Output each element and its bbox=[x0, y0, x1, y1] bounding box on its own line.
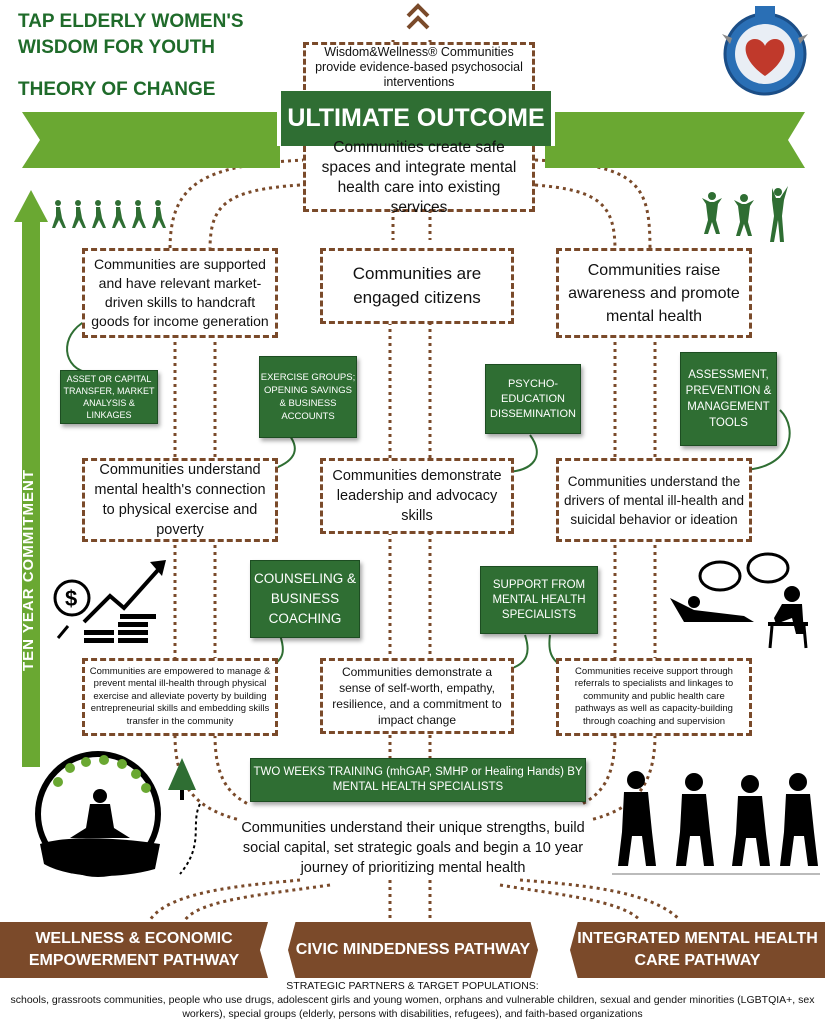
intervention-text: EXERCISE GROUPS; OPENING SAVINGS & BUSIN… bbox=[260, 372, 356, 422]
jumping-people-icon bbox=[698, 186, 798, 246]
outcome-box-row2-right: Communities understand the drivers of me… bbox=[556, 458, 752, 542]
footer-heading-text: STRATEGIC PARTNERS & TARGET POPULATIONS: bbox=[286, 980, 539, 992]
pathway-civic-mindedness: CIVIC MINDEDNESS PATHWAY bbox=[288, 922, 538, 978]
outcome-text: Communities create safe spaces and integ… bbox=[321, 138, 517, 216]
intervention-counseling: COUNSELING & BUSINESS COACHING bbox=[250, 560, 360, 638]
meditation-tree-icon bbox=[30, 744, 220, 884]
ten-year-commitment-text: TEN YEAR COMMITMENT bbox=[20, 468, 37, 672]
intervention-text: SUPPORT FROM MENTAL HEALTH SPECIALISTS bbox=[492, 578, 586, 621]
outcome-text: Communities understand the drivers of me… bbox=[563, 473, 745, 527]
group-therapy-icon bbox=[612, 770, 820, 882]
outcome-box-row3-mid: Communities demonstrate a sense of self-… bbox=[320, 658, 514, 734]
outcome-box: Communities create safe spaces and integ… bbox=[303, 139, 535, 216]
training-box: TWO WEEKS TRAINING (mhGAP, SMHP or Heali… bbox=[250, 758, 586, 802]
title-line2: WISDOM FOR YOUTH bbox=[18, 37, 216, 58]
banner-left bbox=[22, 112, 280, 168]
runners-icon bbox=[50, 198, 172, 232]
top-outputs-box: Wisdom&Wellness® Communities provide evi… bbox=[303, 42, 535, 90]
intervention-text: ASSESSMENT, PREVENTION & MANAGEMENT TOOL… bbox=[685, 369, 772, 429]
ultimate-outcome-label: ULTIMATE OUTCOME bbox=[287, 104, 545, 132]
intervention-psycho-education: PSYCHO-EDUCATION DISSEMINATION bbox=[485, 364, 581, 434]
commitment-bar bbox=[22, 222, 40, 767]
outcome-text: Communities are empowered to manage & pr… bbox=[89, 665, 271, 727]
title-line1: TAP ELDERLY WOMEN'S bbox=[18, 11, 244, 32]
intervention-asset-transfer: ASSET OR CAPITAL TRANSFER, MARKET ANALYS… bbox=[60, 370, 158, 424]
subtitle: THEORY OF CHANGE bbox=[18, 79, 216, 100]
pathway-label: WELLNESS & ECONOMIC EMPOWERMENT PATHWAY bbox=[28, 930, 240, 969]
intervention-text: PSYCHO-EDUCATION DISSEMINATION bbox=[490, 377, 576, 420]
intervention-specialist-support: SUPPORT FROM MENTAL HEALTH SPECIALISTS bbox=[480, 566, 598, 634]
intervention-text: ASSET OR CAPITAL TRANSFER, MARKET ANALYS… bbox=[63, 374, 155, 420]
outcome-box-row2-left: Communities understand mental health's c… bbox=[82, 458, 278, 542]
outcome-box-row3-left: Communities are empowered to manage & pr… bbox=[82, 658, 278, 736]
pathway-wellness-economic: WELLNESS & ECONOMIC EMPOWERMENT PATHWAY bbox=[0, 922, 268, 978]
outcome-box-row1-mid: Communities are engaged citizens bbox=[320, 248, 514, 324]
money-growth-icon: $ bbox=[50, 552, 170, 648]
footer-body: schools, grassroots communities, people … bbox=[8, 993, 817, 1021]
outcome-text: Communities demonstrate a sense of self-… bbox=[332, 665, 502, 727]
ten-year-commitment-label: TEN YEAR COMMITMENT bbox=[20, 440, 40, 700]
outcome-box-row3-right: Communities receive support through refe… bbox=[556, 658, 752, 736]
outcome-box-row2-mid: Communities demonstrate leadership and a… bbox=[320, 458, 514, 534]
outcome-text: Communities demonstrate leadership and a… bbox=[332, 468, 502, 524]
outcome-box-row1-left: Communities are supported and have relev… bbox=[82, 248, 278, 338]
ultimate-outcome-banner: ULTIMATE OUTCOME bbox=[277, 91, 555, 146]
counseling-session-icon bbox=[664, 552, 822, 652]
banner-right bbox=[545, 112, 805, 168]
outcome-box-row1-right: Communities raise awareness and promote … bbox=[556, 248, 752, 338]
svg-text:$: $ bbox=[65, 586, 77, 611]
outcome-text: Communities are engaged citizens bbox=[352, 264, 482, 307]
pathway-label: CIVIC MINDEDNESS PATHWAY bbox=[295, 941, 531, 958]
outcome-text: Communities raise awareness and promote … bbox=[568, 261, 740, 325]
pathway-label: INTEGRATED MENTAL HEALTH CARE PATHWAY bbox=[577, 930, 818, 969]
intervention-text: COUNSELING & BUSINESS COACHING bbox=[253, 571, 357, 626]
commitment-arrow bbox=[14, 190, 48, 222]
intervention-exercise-groups: EXERCISE GROUPS; OPENING SAVINGS & BUSIN… bbox=[259, 356, 357, 438]
intervention-assessment-tools: ASSESSMENT, PREVENTION & MANAGEMENT TOOL… bbox=[680, 352, 777, 446]
foundation-text: Communities understand their unique stre… bbox=[230, 818, 596, 878]
outcome-text: Communities understand mental health's c… bbox=[94, 462, 266, 538]
footer-heading: STRATEGIC PARTNERS & TARGET POPULATIONS: bbox=[0, 980, 825, 993]
outcome-text: Communities receive support through refe… bbox=[574, 665, 734, 727]
top-outputs-text: Wisdom&Wellness® Communities provide evi… bbox=[315, 45, 523, 89]
training-text: TWO WEEKS TRAINING (mhGAP, SMHP or Heali… bbox=[253, 766, 583, 793]
outcome-text: Communities are supported and have relev… bbox=[91, 256, 269, 329]
logo bbox=[720, 4, 810, 100]
footer-body-text: schools, grassroots communities, people … bbox=[10, 994, 815, 1020]
pathway-integrated-mental-health: INTEGRATED MENTAL HEALTH CARE PATHWAY bbox=[570, 922, 825, 978]
foundation-text-content: Communities understand their unique stre… bbox=[241, 820, 585, 876]
